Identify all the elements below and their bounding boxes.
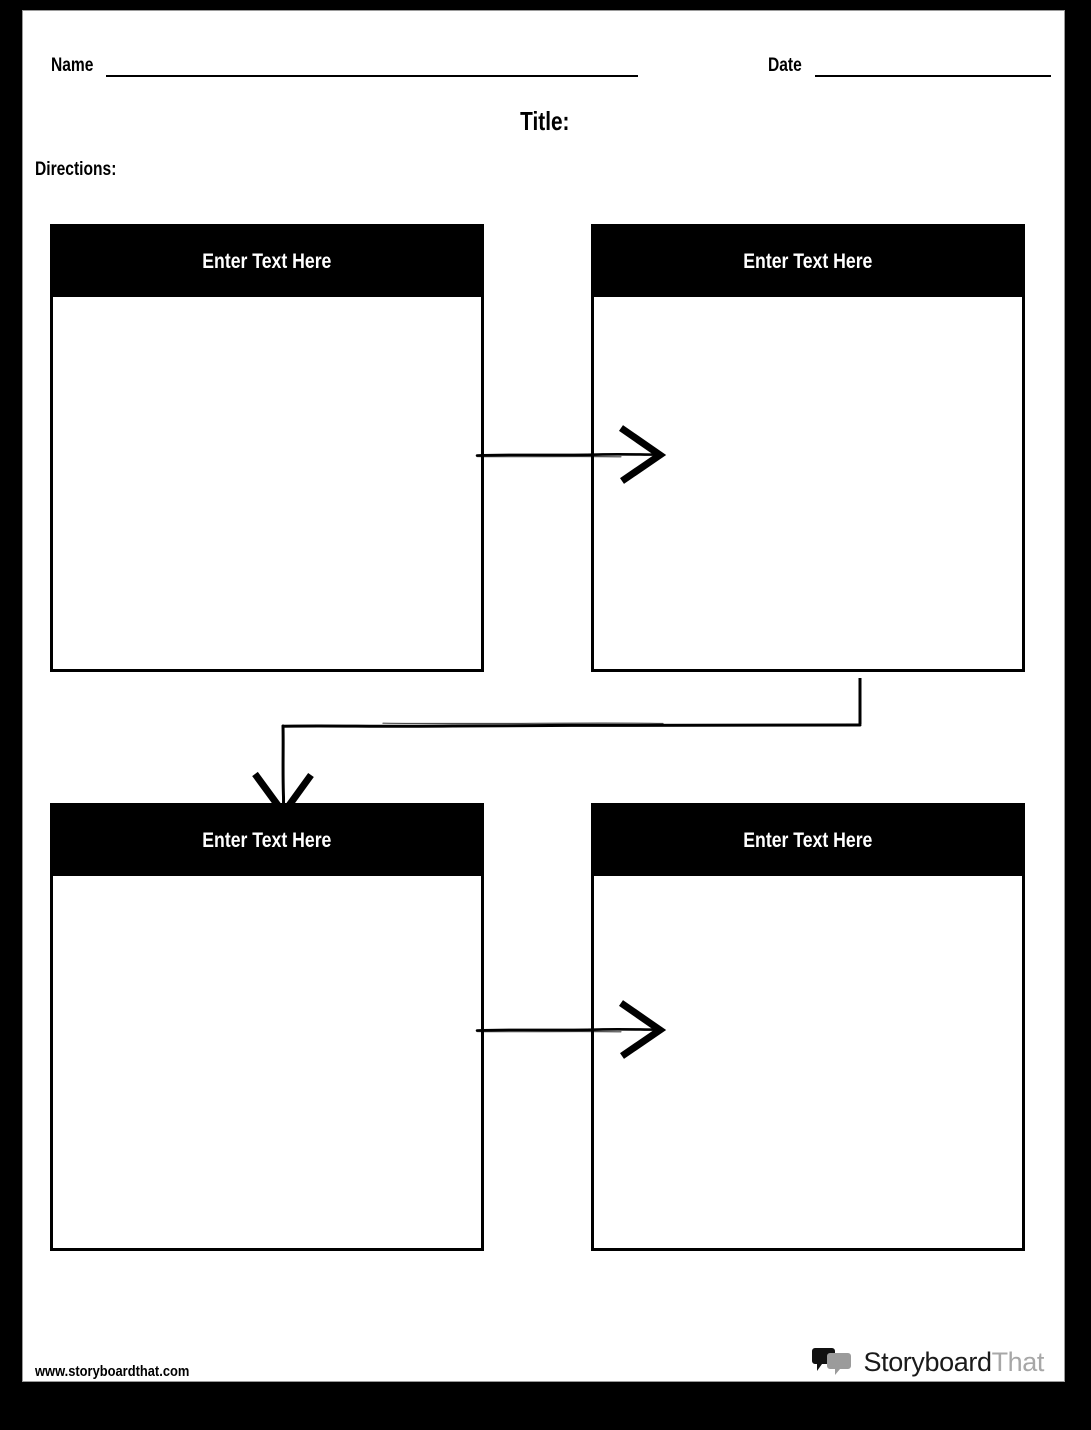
cell-box-4[interactable]: Enter Text Here [591, 803, 1025, 1251]
arrow-bent-down-left-icon [252, 678, 862, 819]
brand-secondary-text: That [991, 1347, 1045, 1377]
cell-box-3-header[interactable]: Enter Text Here [53, 806, 481, 876]
cell-box-1[interactable]: Enter Text Here [50, 224, 484, 672]
cell-box-3-header-text: Enter Text Here [202, 829, 332, 852]
brand-primary-text: Storyboard [863, 1347, 992, 1377]
cell-box-3-body[interactable] [53, 876, 481, 1248]
cell-box-1-header[interactable]: Enter Text Here [53, 227, 481, 297]
brand-text: StoryboardThat [863, 1347, 1044, 1378]
cell-box-2-header[interactable]: Enter Text Here [594, 227, 1022, 297]
directions-label-text: Directions: [35, 159, 117, 180]
speech-bubbles-icon [812, 1347, 852, 1375]
cell-box-2[interactable]: Enter Text Here [591, 224, 1025, 672]
name-write-line[interactable] [106, 75, 638, 77]
cell-box-1-header-text: Enter Text Here [202, 250, 332, 273]
cell-box-1-body[interactable] [53, 297, 481, 669]
page-title: Title: [23, 106, 1066, 137]
date-write-line[interactable] [815, 75, 1051, 77]
cell-box-2-header-text: Enter Text Here [743, 250, 873, 273]
brand-logo: StoryboardThat [810, 1347, 1044, 1378]
name-label: Name [51, 55, 94, 76]
cell-box-4-header[interactable]: Enter Text Here [594, 806, 1022, 876]
cell-box-4-header-text: Enter Text Here [743, 829, 873, 852]
worksheet-page: Name Date Title: Directions: Enter Text … [22, 10, 1065, 1382]
cell-box-3[interactable]: Enter Text Here [50, 803, 484, 1251]
date-label: Date [768, 55, 802, 76]
cell-box-2-body[interactable] [594, 297, 1022, 669]
footer-url[interactable]: www.storyboardthat.com [35, 1363, 214, 1380]
cell-box-4-body[interactable] [594, 876, 1022, 1248]
page-title-text: Title: [519, 106, 570, 136]
directions-label: Directions: [35, 159, 134, 181]
footer-url-text: www.storyboardthat.com [35, 1363, 190, 1380]
